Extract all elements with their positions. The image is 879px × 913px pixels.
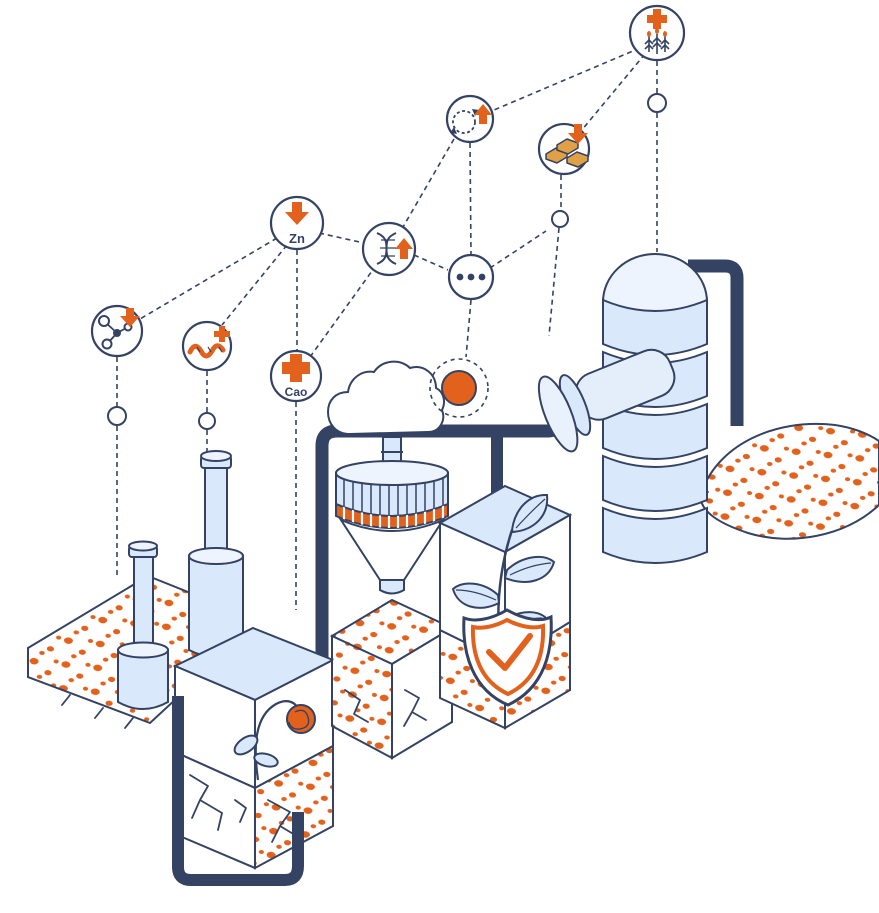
- funnel-rim: [335, 460, 449, 486]
- wheat-plus-icon: [644, 34, 670, 54]
- zinc-label: Zn: [289, 231, 305, 246]
- plus-icon: [647, 9, 667, 29]
- connector-dots: [107, 93, 667, 430]
- node-more: [447, 253, 495, 301]
- flange-disc-large: [537, 375, 579, 453]
- funnel-cone: [338, 517, 446, 581]
- factory-chimneys: [117, 450, 244, 710]
- molecule-down-icon: [98, 315, 133, 350]
- plus-icon: [282, 354, 310, 382]
- tank-pipe: [688, 259, 744, 426]
- calcium-label: Cao: [285, 385, 308, 399]
- node-zinc-down: Zn: [269, 195, 325, 251]
- storage-tank: [601, 253, 709, 564]
- hopper-soil-block: [329, 598, 455, 760]
- cycle-arrows-up-icon: [450, 104, 492, 134]
- right-ground-pebbles: [691, 423, 879, 540]
- frame-pipe: [172, 696, 304, 886]
- node-dna-up: [361, 221, 417, 277]
- check-mark: [486, 633, 533, 671]
- gold-ingots-down-icon: [545, 138, 589, 168]
- node-molecule-down: [90, 304, 144, 358]
- node-calcium-plus: Cao: [269, 349, 323, 403]
- funnel-stripes: [343, 473, 444, 516]
- up-arrow-icon: [395, 238, 413, 259]
- down-arrow-icon: [568, 124, 588, 144]
- horizontal-cylinder: [537, 348, 676, 453]
- cloud-icon: [326, 360, 445, 436]
- sun-icon: [429, 358, 489, 418]
- flower-box: [172, 626, 336, 790]
- wilted-flower: [233, 700, 316, 781]
- down-arrow-icon: [120, 308, 140, 327]
- node-cycle-up: [445, 94, 495, 144]
- plus-icon: [214, 326, 230, 342]
- worm-plus-icon: [187, 326, 230, 359]
- node-worm-plus: [181, 320, 233, 372]
- shield-check-icon: [462, 608, 553, 707]
- node-gold-down: [537, 122, 591, 176]
- up-arrow-icon: [474, 104, 492, 124]
- flower-head: [286, 704, 316, 734]
- funnel-spout: [379, 579, 405, 595]
- connection-network: [116, 47, 658, 638]
- down-arrow-icon: [285, 202, 309, 225]
- cracked-soil-block: [174, 744, 334, 870]
- dna-helix-up-icon: [376, 232, 397, 265]
- funnel-orange-band: [335, 502, 449, 529]
- ellipsis-icon: [456, 273, 486, 281]
- node-wheat-plus: [628, 4, 686, 62]
